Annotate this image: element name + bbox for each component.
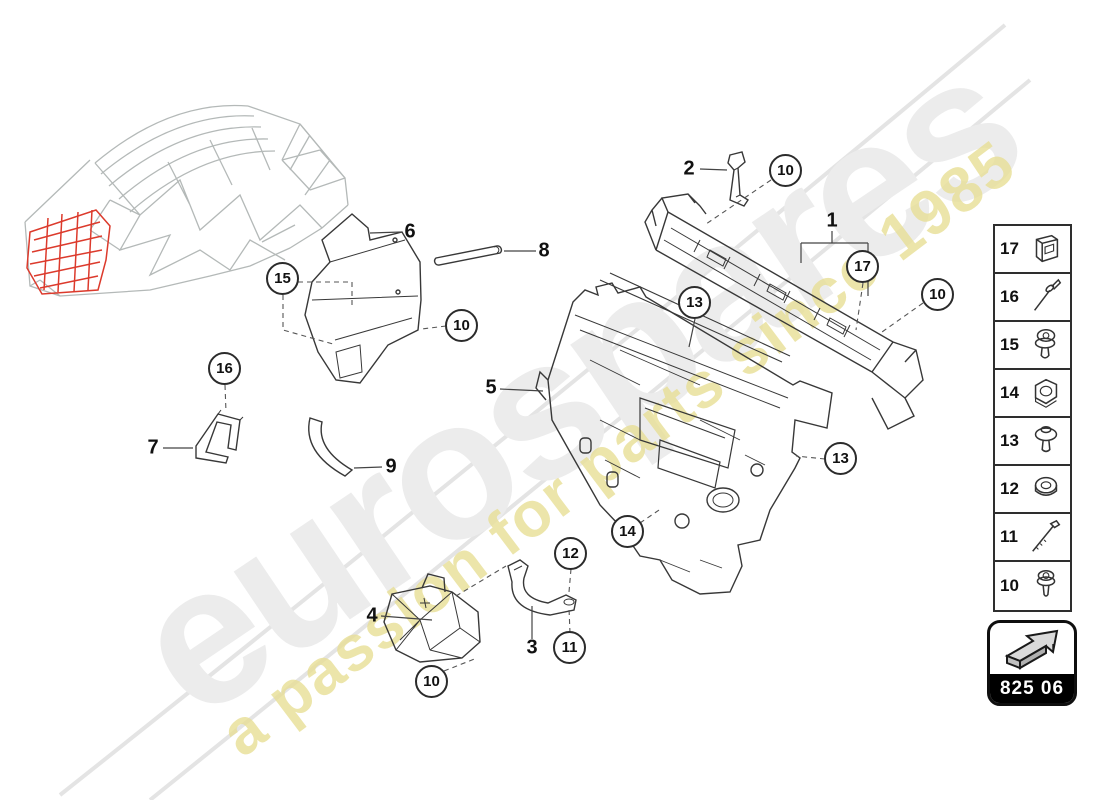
part-label-5[interactable]: 5 — [485, 376, 497, 399]
flange-nut-icon — [1034, 476, 1058, 496]
chassis-highlight-zone — [26, 209, 111, 295]
fastener-callout-17[interactable]: 17 — [846, 250, 879, 283]
fastener-callout-13-right[interactable]: 13 — [824, 442, 857, 475]
long-bolt-icon — [1032, 519, 1061, 552]
legend-row-13[interactable]: 13 — [995, 418, 1070, 466]
fastener-callout-14[interactable]: 14 — [611, 515, 644, 548]
clip-icon — [1035, 234, 1059, 263]
washer-screw-icon — [1034, 425, 1058, 453]
leader-lines-solid — [163, 168, 869, 639]
fastener-legend: 17 16 15 14 — [993, 224, 1072, 612]
part-3-hook-bracket-drawing — [507, 559, 577, 616]
legend-number: 15 — [1000, 335, 1019, 354]
legend-number: 10 — [1000, 576, 1019, 595]
part-label-3[interactable]: 3 — [526, 636, 538, 659]
fastener-callout-12[interactable]: 12 — [554, 537, 587, 570]
fastener-callout-11[interactable]: 11 — [553, 631, 586, 664]
screw-washer-icon — [1034, 329, 1056, 359]
part-label-6[interactable]: 6 — [404, 220, 416, 243]
legend-number: 14 — [1000, 383, 1019, 402]
fastener-callout-10-bottom[interactable]: 10 — [415, 665, 448, 698]
part-label-9[interactable]: 9 — [385, 455, 397, 478]
part-label-4[interactable]: 4 — [366, 604, 378, 627]
part-1-crossmember-drawing — [644, 193, 924, 430]
legend-row-14[interactable]: 14 — [995, 370, 1070, 418]
part-label-7[interactable]: 7 — [147, 436, 159, 459]
torx-screw-icon — [1036, 570, 1056, 597]
rivet-icon — [1033, 278, 1062, 311]
part-8-rod-drawing — [433, 245, 503, 266]
fastener-callout-16[interactable]: 16 — [208, 352, 241, 385]
legend-row-17[interactable]: 17 — [995, 226, 1070, 274]
legend-row-12[interactable]: 12 — [995, 466, 1070, 514]
part-9-strip-drawing — [308, 417, 354, 477]
part-label-2[interactable]: 2 — [683, 157, 695, 180]
fastener-callout-15[interactable]: 15 — [266, 262, 299, 295]
fastener-callout-10-left[interactable]: 10 — [445, 309, 478, 342]
legend-number: 12 — [1000, 479, 1019, 498]
part-label-1[interactable]: 1 — [826, 209, 838, 232]
fastener-callout-10-right[interactable]: 10 — [921, 278, 954, 311]
legend-row-16[interactable]: 16 — [995, 274, 1070, 322]
page-code-box: 825 06 — [987, 620, 1077, 706]
fastener-callout-10-top[interactable]: 10 — [769, 154, 802, 187]
legend-number: 16 — [1000, 287, 1019, 306]
page-code-label: 825 06 — [990, 674, 1074, 703]
part-6-heat-shield-drawing — [304, 213, 422, 384]
legend-number: 11 — [1000, 527, 1018, 546]
legend-row-15[interactable]: 15 — [995, 322, 1070, 370]
legend-number: 13 — [1000, 431, 1019, 450]
part-4-cover-drawing — [383, 573, 481, 663]
legend-row-11[interactable]: 11 — [995, 514, 1070, 562]
part-2-bracket-drawing — [727, 151, 749, 207]
fastener-callout-13-upper[interactable]: 13 — [678, 286, 711, 319]
legend-row-10[interactable]: 10 — [995, 562, 1070, 610]
leader-lines-dashed — [224, 179, 924, 672]
part-7-bracket-drawing — [195, 409, 244, 464]
part-label-8[interactable]: 8 — [538, 239, 550, 262]
hex-nut-icon — [1034, 378, 1058, 408]
legend-number: 17 — [1000, 239, 1019, 258]
chassis-thumbnail — [24, 104, 349, 297]
direction-arrow-icon — [990, 623, 1074, 674]
